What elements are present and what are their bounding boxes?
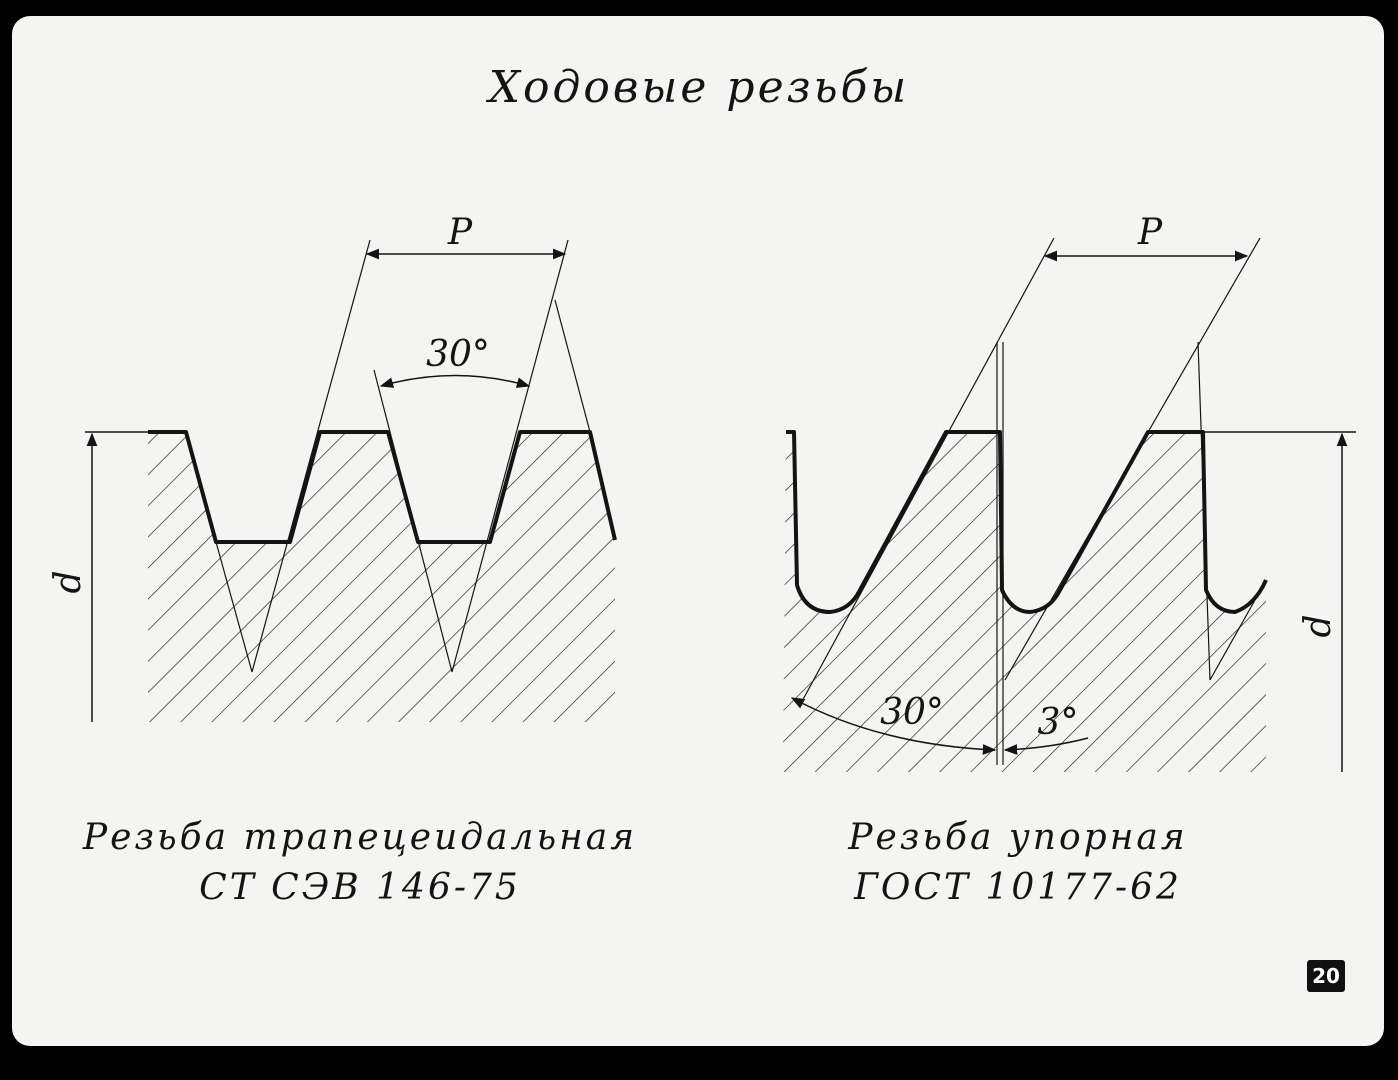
trapezoidal-caption-name: Резьба трапецеидальная [82,817,638,858]
buttress-caption-standard: ГОСТ 10177-62 [854,867,1182,908]
page-number-badge: 20 [1307,960,1345,992]
angle-arc-30-right [790,697,997,755]
buttress-caption: Резьба упорная ГОСТ 10177-62 [718,813,1318,913]
trapezoidal-caption-standard: СТ СЭВ 146-75 [199,867,521,908]
trapezoidal-caption: Резьба трапецеидальная СТ СЭВ 146-75 [60,813,660,913]
trapezoidal-thread-body [148,432,615,722]
slide-title: Ходовые резьбы [488,62,910,113]
trapezoidal-thread-profile [148,430,617,544]
angle-label-30-right: 30° [880,692,944,733]
diameter-label-right: d [1298,614,1339,637]
buttress-construction-lines [799,237,1261,765]
angle-label-3-right: 3° [1038,702,1079,743]
buttress-caption-name: Резьба упорная [848,817,1188,858]
angle-label-left: 30° [426,334,490,375]
diameter-label-left: d [48,570,89,593]
pitch-label-left: P [447,212,473,253]
buttress-thread-profile [786,430,1268,614]
buttress-thread-body [783,432,1266,772]
pitch-label-right: P [1137,212,1163,253]
trapezoidal-construction-lines [215,239,591,673]
angle-arc-3-right [1003,737,1089,755]
buttress-thread-drawing: P 30° 3° d [783,212,1356,772]
angle-arc-left [379,374,531,388]
trapezoidal-thread-drawing: P 30° d [48,212,617,722]
